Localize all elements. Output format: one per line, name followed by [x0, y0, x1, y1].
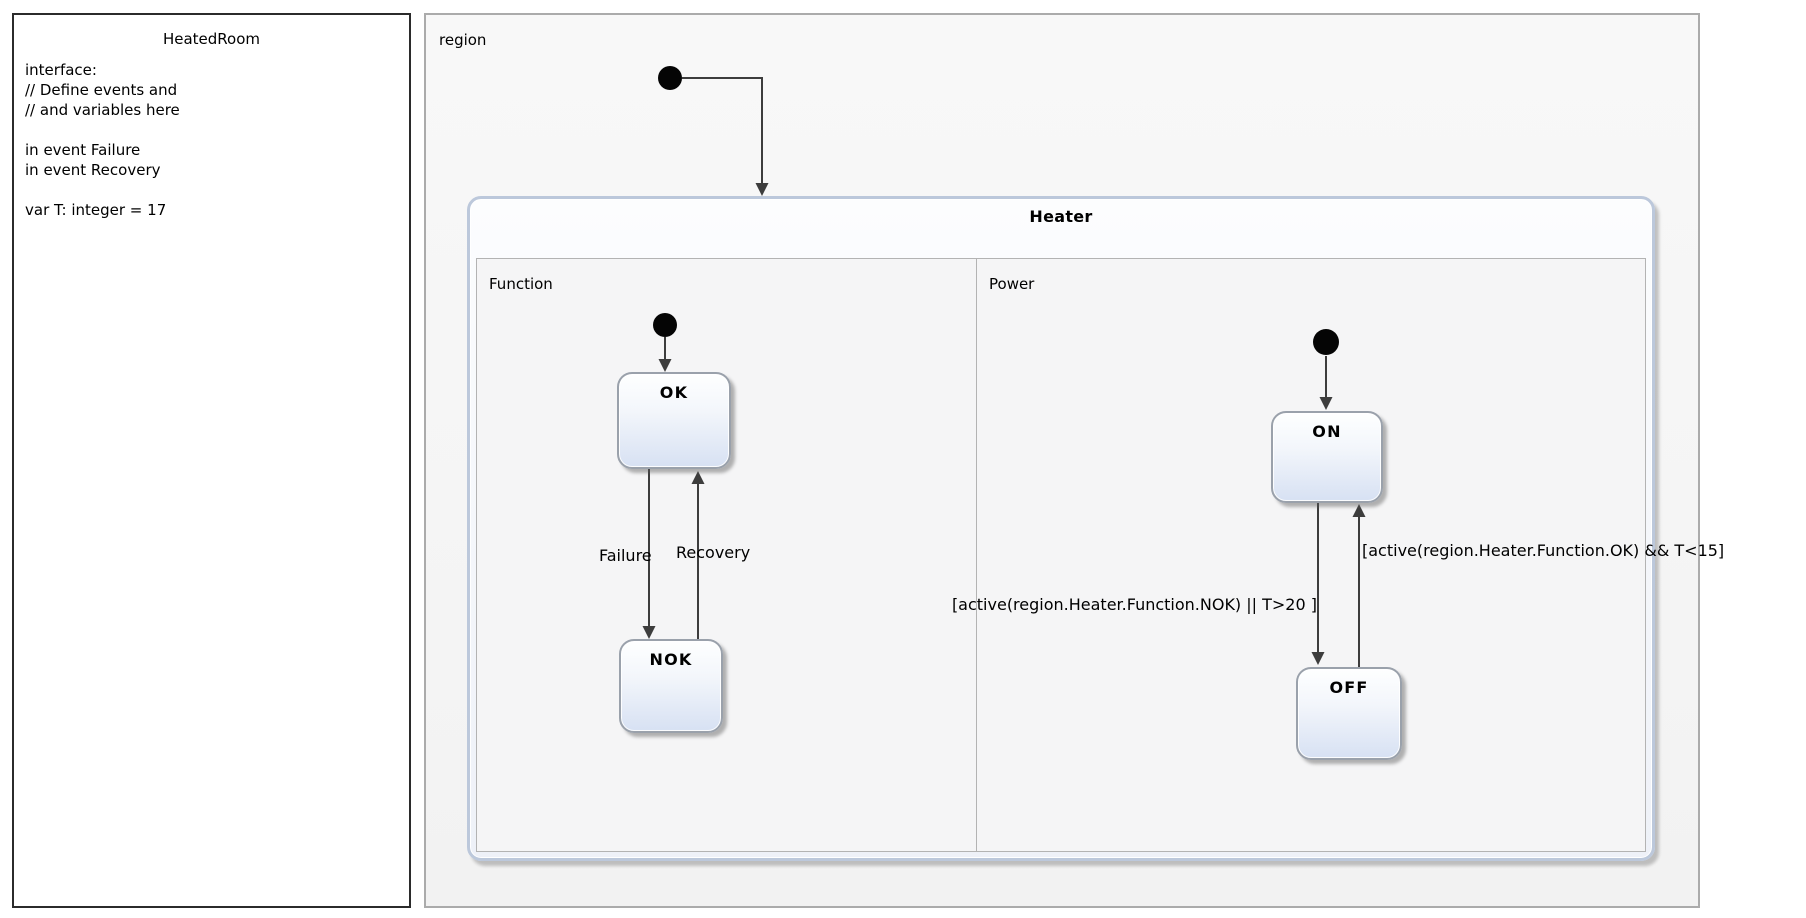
- declaration-line: in event Failure: [25, 141, 141, 159]
- composite-state-heater[interactable]: Heater Function Power: [467, 196, 1655, 861]
- state-nok-label: NOK: [649, 650, 693, 669]
- initial-transition-power[interactable]: [1313, 329, 1339, 410]
- state-off[interactable]: OFF: [1296, 667, 1402, 760]
- transition-recovery[interactable]: [691, 471, 705, 639]
- transition-off-to-on[interactable]: [1352, 504, 1366, 667]
- declaration-line: in event Recovery: [25, 161, 161, 179]
- transition-label-recovery[interactable]: Recovery: [676, 543, 751, 562]
- state-off-label: OFF: [1329, 678, 1369, 697]
- declaration-line: [25, 120, 409, 140]
- heater-compartments: Function Power: [476, 258, 1646, 852]
- initial-dot-main[interactable]: [658, 66, 682, 90]
- declaration-text: interface: // Define events and // and v…: [14, 60, 409, 220]
- composite-state-title: Heater: [1029, 207, 1093, 226]
- arrowhead-icon: [1319, 397, 1333, 410]
- initial-transition-function[interactable]: [653, 313, 677, 372]
- state-on-label: ON: [1312, 422, 1342, 441]
- declaration-panel[interactable]: HeatedRoom interface: // Define events a…: [12, 13, 411, 908]
- transition-label-failure[interactable]: Failure: [599, 546, 652, 565]
- state-on[interactable]: ON: [1271, 411, 1383, 503]
- transition-guard-off-to-on[interactable]: [active(region.Heater.Function.OK) && T<…: [1362, 541, 1725, 560]
- declaration-line: var T: integer = 17: [25, 201, 167, 219]
- transition-failure[interactable]: [642, 469, 656, 639]
- state-ok[interactable]: OK: [617, 372, 731, 469]
- arrowhead-icon: [691, 471, 705, 484]
- region-label: region: [439, 31, 487, 49]
- region-power-label: Power: [989, 275, 1035, 293]
- state-ok-label: OK: [659, 383, 689, 402]
- declaration-line: // Define events and: [25, 81, 178, 99]
- region-function[interactable]: Function: [477, 259, 977, 851]
- region-function-label: Function: [489, 275, 553, 293]
- region-power[interactable]: Power: [977, 259, 1645, 851]
- declaration-line: interface:: [25, 61, 97, 79]
- transition-guard-on-to-off[interactable]: [active(region.Heater.Function.NOK) || T…: [951, 595, 1317, 614]
- transition-line[interactable]: [682, 77, 763, 184]
- arrowhead-icon: [642, 626, 656, 639]
- declaration-line: // and variables here: [25, 101, 180, 119]
- arrowhead-icon: [658, 359, 672, 372]
- arrowhead-icon: [755, 183, 769, 196]
- initial-transition-main[interactable]: [658, 66, 769, 196]
- initial-dot-power[interactable]: [1313, 329, 1339, 355]
- arrowhead-icon: [1311, 652, 1325, 665]
- declaration-line: [25, 180, 409, 200]
- state-nok[interactable]: NOK: [619, 639, 723, 733]
- arrowhead-icon: [1352, 504, 1366, 517]
- initial-dot-function[interactable]: [653, 313, 677, 337]
- transition-on-to-off[interactable]: [1311, 503, 1325, 665]
- statechart-name: HeatedRoom: [162, 30, 261, 48]
